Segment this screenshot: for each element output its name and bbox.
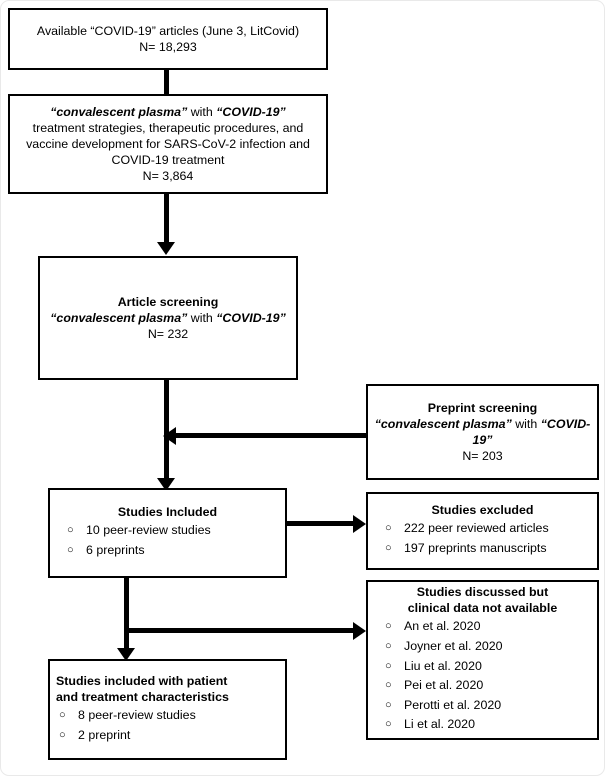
studies-discussed-item-3: Pei et al. 2020 <box>404 678 484 693</box>
article-screening-term-covid: “COVID-19” <box>216 310 286 325</box>
search-strategy-conjunction: with <box>187 104 217 119</box>
studies-discussed-item-5: Li et al. 2020 <box>404 717 475 732</box>
available-articles-pre: Available <box>36 23 91 38</box>
connector-included-to-excluded <box>287 521 353 526</box>
search-strategy-headline: “convalescent plasma” with “COVID-19” <box>26 104 310 120</box>
list-item: ○ 6 preprints <box>66 542 279 560</box>
bullet-circle-icon: ○ <box>385 659 392 672</box>
box-article-screening: Article screening “convalescent plasma” … <box>38 256 298 380</box>
list-item: ○ 8 peer-review studies <box>58 707 279 725</box>
box-studies-excluded-content: Studies excluded ○ 222 peer reviewed arti… <box>368 502 597 559</box>
bullet-circle-icon: ○ <box>385 679 392 692</box>
search-strategy-count: N= 3,864 <box>142 169 194 184</box>
article-screening-term-plasma: “convalescent plasma” <box>50 310 188 325</box>
box-studies-included-characteristics-content: Studies included with patient and treatm… <box>50 673 285 746</box>
box-article-screening-content: Article screening “convalescent plasma” … <box>44 294 292 342</box>
box-studies-discussed: Studies discussed but clinical data not … <box>366 580 599 740</box>
box-studies-discussed-content: Studies discussed but clinical data not … <box>368 584 597 736</box>
search-strategy-term-plasma: “convalescent plasma” <box>50 104 188 119</box>
list-item: ○ 197 preprints manuscripts <box>384 540 591 558</box>
list-item: ○ Li et al. 2020 <box>384 716 591 734</box>
bullet-circle-icon: ○ <box>385 620 392 633</box>
studies-included-item-1: 6 preprints <box>86 543 145 558</box>
available-articles-count: N= 18,293 <box>139 40 197 54</box>
connector-search-to-screening <box>164 194 169 243</box>
characteristics-title-line2: and treatment characteristics <box>56 689 229 704</box>
connector-available-to-search <box>164 70 169 94</box>
article-screening-conjunction: with <box>187 310 217 325</box>
preprint-screening-title: Preprint screening <box>427 400 538 415</box>
bullet-circle-icon: ○ <box>385 698 392 711</box>
box-studies-included-content: Studies Included ○ 10 peer-review studies… <box>50 504 285 561</box>
studies-discussed-item-0: An et al. 2020 <box>404 619 481 634</box>
list-item: ○ 2 preprint <box>58 727 279 745</box>
box-studies-excluded: Studies excluded ○ 222 peer reviewed arti… <box>366 492 599 570</box>
studies-included-list: ○ 10 peer-review studies ○ 6 preprints <box>56 522 279 559</box>
list-item: ○ Pei et al. 2020 <box>384 677 591 695</box>
available-articles-quoted-term: “COVID-19” <box>90 23 156 38</box>
bullet-circle-icon: ○ <box>385 542 392 555</box>
arrowhead-included-to-excluded <box>353 515 366 533</box>
arrowhead-included-to-characteristics <box>117 648 135 661</box>
arrowhead-search-to-screening <box>157 242 175 255</box>
studies-discussed-title-line1: Studies discussed but <box>416 585 549 600</box>
search-strategy-line2: treatment strategies, therapeutic proced… <box>32 120 304 135</box>
search-strategy-line4: COVID-19 treatment <box>111 153 225 168</box>
preprint-screening-count: N= 203 <box>462 449 503 464</box>
box-preprint-screening-content: Preprint screening “convalescent plasma”… <box>368 400 597 465</box>
preprint-screening-term-plasma: “convalescent plasma” <box>374 416 512 431</box>
bullet-circle-icon: ○ <box>385 639 392 652</box>
studies-discussed-item-1: Joyner et al. 2020 <box>404 638 503 653</box>
list-item: ○ 10 peer-review studies <box>66 522 279 540</box>
article-screening-title: Article screening <box>117 294 219 309</box>
arrowhead-trunk-to-discussed <box>353 622 366 640</box>
list-item: ○ 222 peer reviewed articles <box>384 520 591 538</box>
list-item: ○ Liu et al. 2020 <box>384 658 591 676</box>
bullet-circle-icon: ○ <box>59 728 66 741</box>
characteristics-title-line1: Studies included with patient <box>56 673 228 688</box>
characteristics-item-1: 2 preprint <box>78 727 131 742</box>
box-studies-included-characteristics: Studies included with patient and treatm… <box>48 659 287 760</box>
studies-excluded-list: ○ 222 peer reviewed articles ○ 197 preprin… <box>374 520 591 557</box>
preprint-screening-term-covid: “COVID-19” <box>472 416 591 447</box>
studies-discussed-list: ○ An et al. 2020 ○ Joyner et al. 2020 ○ Liu… <box>374 618 591 734</box>
connector-trunk-to-discussed <box>124 628 353 633</box>
article-screening-count: N= 232 <box>147 327 189 342</box>
studies-included-item-0: 10 peer-review studies <box>86 523 211 538</box>
preprint-screening-query: “convalescent plasma” with “COVID-19” <box>374 416 591 448</box>
studies-excluded-title: Studies excluded <box>431 503 534 518</box>
box-available-articles: Available “COVID-19” articles (June 3, L… <box>8 8 328 70</box>
studies-excluded-item-0: 222 peer reviewed articles <box>404 521 549 536</box>
studies-discussed-title-line2: clinical data not available <box>407 601 558 616</box>
available-articles-headline: Available “COVID-19” articles (June 3, L… <box>37 23 299 39</box>
bullet-circle-icon: ○ <box>385 522 392 535</box>
characteristics-item-0: 8 peer-review studies <box>78 708 196 723</box>
box-available-articles-content: Available “COVID-19” articles (June 3, L… <box>31 23 305 55</box>
box-preprint-screening: Preprint screening “convalescent plasma”… <box>366 384 599 480</box>
arrowhead-screening-to-included <box>157 478 175 491</box>
bullet-circle-icon: ○ <box>385 718 392 731</box>
box-search-strategy: “convalescent plasma” with “COVID-19” tr… <box>8 94 328 194</box>
connector-preprint-to-trunk <box>176 433 366 438</box>
article-screening-query: “convalescent plasma” with “COVID-19” <box>50 310 286 326</box>
box-search-strategy-content: “convalescent plasma” with “COVID-19” tr… <box>20 104 316 185</box>
list-item: ○ An et al. 2020 <box>384 618 591 636</box>
preprint-screening-conjunction: with <box>511 416 541 431</box>
studies-excluded-item-1: 197 preprints manuscripts <box>404 541 547 556</box>
search-strategy-term-covid: “COVID-19” <box>216 104 286 119</box>
bullet-circle-icon: ○ <box>67 524 74 537</box>
connector-included-to-characteristics <box>124 578 129 651</box>
studies-discussed-item-2: Liu et al. 2020 <box>404 658 482 673</box>
bullet-circle-icon: ○ <box>67 544 74 557</box>
search-strategy-line3: vaccine development for SARS-CoV-2 infec… <box>26 136 310 151</box>
characteristics-list: ○ 8 peer-review studies ○ 2 preprint <box>56 707 279 744</box>
box-studies-included: Studies Included ○ 10 peer-review studies… <box>48 488 287 578</box>
studies-included-title: Studies Included <box>117 505 218 520</box>
arrowhead-preprint-to-trunk <box>163 427 176 445</box>
list-item: ○ Joyner et al. 2020 <box>384 638 591 656</box>
list-item: ○ Perotti et al. 2020 <box>384 697 591 715</box>
studies-discussed-item-4: Perotti et al. 2020 <box>404 697 502 712</box>
available-articles-post: articles (June 3, LitCovid) <box>155 23 300 38</box>
bullet-circle-icon: ○ <box>59 709 66 722</box>
